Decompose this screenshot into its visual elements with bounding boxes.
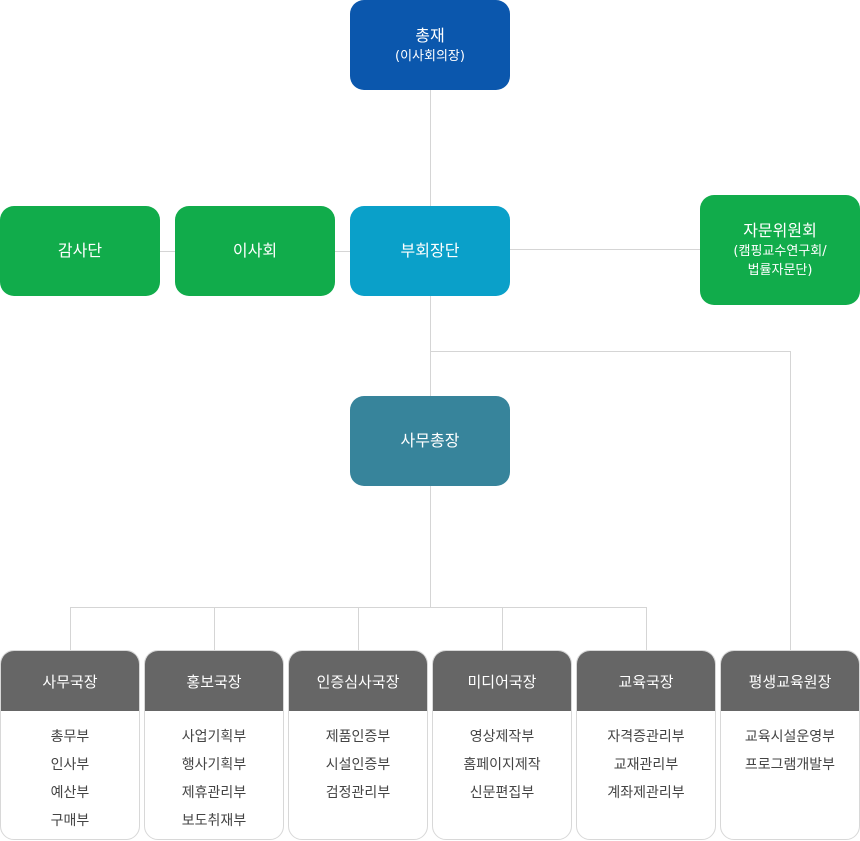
dept-item: 자격증관리부 <box>607 729 685 745</box>
board-label: 이사회 <box>232 241 278 260</box>
dept-list: 교육시설운영부 프로그램개발부 <box>721 711 859 779</box>
dept-list: 자격증관리부 교재관리부 계좌제관리부 <box>577 711 715 807</box>
dept-list: 영상제작부 홈페이지제작 신문편집부 <box>433 711 571 807</box>
dept-item: 검정관리부 <box>325 785 391 801</box>
dept-item: 영상제작부 <box>469 729 535 745</box>
dept-item: 예산부 <box>50 785 90 801</box>
advisory-subtitle-1: (캠핑교수연구회/ <box>733 244 827 259</box>
dept-list: 제품인증부 시설인증부 검정관리부 <box>289 711 427 807</box>
dept-head: 사무국장 <box>1 651 139 711</box>
dept-head: 교육국장 <box>577 651 715 711</box>
advisory-subtitle-2: 법률자문단) <box>747 263 813 278</box>
audit-label: 감사단 <box>57 241 103 260</box>
dept-item: 행사기획부 <box>181 757 247 773</box>
dept-office: 사무국장 총무부 인사부 예산부 구매부 <box>0 650 140 840</box>
advisory-box: 자문위원회 (캠핑교수연구회/ 법률자문단) <box>700 195 860 305</box>
dept-item: 시설인증부 <box>325 757 391 773</box>
dept-item: 보도취재부 <box>181 813 247 829</box>
dept-item: 제휴관리부 <box>181 785 247 801</box>
dept-item: 인사부 <box>50 757 90 773</box>
dept-list: 총무부 인사부 예산부 구매부 <box>1 711 139 835</box>
secretary-general-label: 사무총장 <box>400 431 460 450</box>
president-box: 총재 (이사회의장) <box>350 0 510 90</box>
vice-president-box: 부회장단 <box>350 206 510 296</box>
dept-head: 미디어국장 <box>433 651 571 711</box>
dept-item: 교육시설운영부 <box>744 729 836 745</box>
dept-item: 홈페이지제작 <box>463 757 541 773</box>
dept-item: 신문편집부 <box>469 785 535 801</box>
dept-education: 교육국장 자격증관리부 교재관리부 계좌제관리부 <box>576 650 716 840</box>
dept-media: 미디어국장 영상제작부 홈페이지제작 신문편집부 <box>432 650 572 840</box>
dept-head: 인증심사국장 <box>289 651 427 711</box>
dept-item: 사업기획부 <box>181 729 247 745</box>
dept-item: 계좌제관리부 <box>607 785 685 801</box>
dept-certification: 인증심사국장 제품인증부 시설인증부 검정관리부 <box>288 650 428 840</box>
president-title: 총재 <box>415 25 445 45</box>
dept-item: 프로그램개발부 <box>744 757 836 773</box>
advisory-title: 자문위원회 <box>743 221 817 240</box>
dept-head: 홍보국장 <box>145 651 283 711</box>
dept-item: 제품인증부 <box>325 729 391 745</box>
dept-list: 사업기획부 행사기획부 제휴관리부 보도취재부 <box>145 711 283 835</box>
dept-item: 구매부 <box>50 813 90 829</box>
audit-box: 감사단 <box>0 206 160 296</box>
dept-item: 총무부 <box>50 729 90 745</box>
secretary-general-box: 사무총장 <box>350 396 510 486</box>
dept-lifelong-education: 평생교육원장 교육시설운영부 프로그램개발부 <box>720 650 860 840</box>
vice-president-label: 부회장단 <box>400 241 460 260</box>
president-subtitle: (이사회의장) <box>395 48 465 64</box>
dept-item: 교재관리부 <box>613 757 679 773</box>
board-box: 이사회 <box>175 206 335 296</box>
dept-pr: 홍보국장 사업기획부 행사기획부 제휴관리부 보도취재부 <box>144 650 284 840</box>
dept-head: 평생교육원장 <box>721 651 859 711</box>
